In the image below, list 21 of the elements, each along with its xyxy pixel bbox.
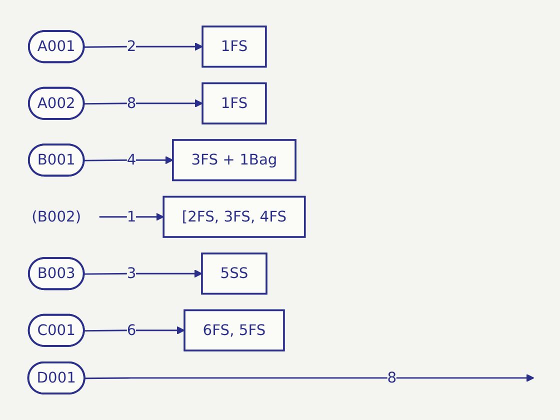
- edge-label: 3: [126, 264, 136, 282]
- node-box: 1FS: [202, 26, 267, 68]
- node-text: (B002): [32, 208, 82, 226]
- arrow: [84, 270, 202, 278]
- node-box: 5SS: [201, 252, 268, 295]
- edge-label: 8: [126, 94, 136, 112]
- edge-label: 6: [126, 321, 136, 339]
- edge-label: 8: [387, 368, 397, 386]
- arrow: [99, 212, 164, 221]
- node-box: 3FS + 1Bag: [172, 139, 296, 182]
- arrow: [84, 42, 203, 51]
- edge-label: 1: [126, 208, 136, 226]
- arrow: [84, 156, 174, 164]
- arrow: [84, 99, 203, 108]
- edge-label: 2: [126, 37, 136, 55]
- arrow: [84, 374, 534, 382]
- edge-label: 4: [126, 150, 136, 168]
- arrow: [84, 326, 185, 334]
- node-box: 6FS, 5FS: [184, 309, 285, 352]
- node-box: [2FS, 3FS, 4FS: [162, 196, 306, 238]
- node-box: 1FS: [202, 82, 267, 124]
